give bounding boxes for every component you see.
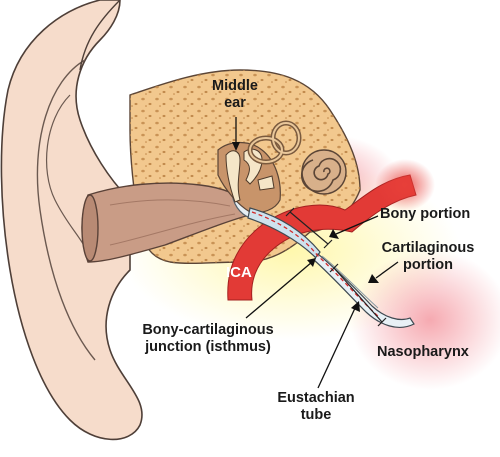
leader-eustachian (317, 305, 357, 389)
eustachian-label-line1: Eustachian (277, 390, 355, 406)
auricle-inner-fold (36, 59, 96, 361)
canal-shading-2 (109, 213, 236, 246)
bracket-cap-1 (285, 207, 295, 217)
arrow-head-cartilaginous (368, 274, 379, 283)
bracket-cap-4 (377, 317, 387, 327)
arrow-head-middle-ear (232, 142, 240, 151)
nasopharynx-label: Nasopharynx (377, 344, 469, 360)
isthmus-label: Bony-cartilaginous junction (isthmus) (128, 322, 288, 356)
stapes (257, 175, 275, 191)
isthmus-label-line2: junction (isthmus) (145, 339, 271, 355)
middle-ear-label: Middle ear (205, 78, 265, 112)
auricle (0, 0, 143, 441)
bony-portion-label: Bony portion (380, 206, 471, 222)
arrow-head-bony (329, 229, 339, 239)
malleus (225, 150, 241, 203)
nasopharynx-glow (350, 250, 500, 390)
cartilaginous-label-line2: portion (403, 257, 453, 273)
semicircular-canal-inner-2 (272, 122, 300, 154)
tube-centerline (251, 211, 381, 319)
bracket-cap-2 (323, 239, 333, 249)
middle-ear-label-line1: Middle (212, 78, 258, 94)
leader-cartilaginous (375, 261, 399, 279)
canal-shading (109, 199, 231, 207)
semicircular-canal-inner (249, 137, 283, 163)
artery-glow (375, 159, 435, 211)
cartilage-plate (321, 255, 379, 309)
eustachian-label-line2: tube (300, 407, 332, 423)
eustachian-tube-cartilaginous (313, 253, 415, 328)
leader-bony-portion (335, 215, 379, 235)
middle-ear-label-line2: ear (224, 95, 246, 111)
bony-portion-bracket (289, 211, 329, 245)
isthmus-label-line1: Bony-cartilaginous (142, 322, 274, 338)
ica-label: ICA (226, 264, 252, 281)
cochlea-spiral (300, 157, 342, 193)
ear-canal-opening (81, 194, 99, 262)
cartilaginous-bracket (333, 267, 383, 323)
leader-isthmus (245, 261, 313, 319)
auricle-antihelix (45, 94, 91, 261)
cartilaginous-portion-label: Cartilaginous portion (378, 240, 478, 274)
eustachian-tube-label: Eustachian tube (268, 390, 364, 424)
arrow-head-isthmus (307, 258, 316, 267)
bracket-cap-3 (329, 263, 339, 273)
arrow-head-eustachian (351, 301, 360, 312)
cartilaginous-label-line1: Cartilaginous (381, 240, 475, 256)
auricle-edge (79, 0, 121, 71)
